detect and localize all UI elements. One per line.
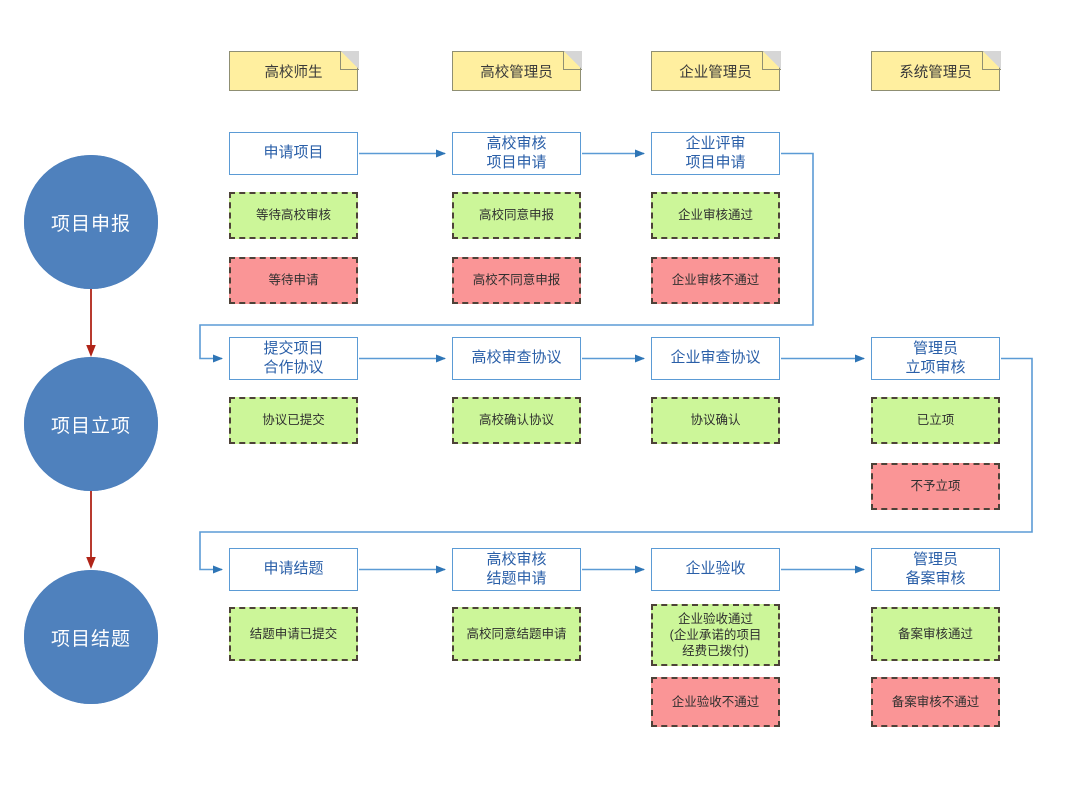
phase-arrow-2 [84,491,98,571]
status-enterprise-review-passed: 企业审核通过 [651,192,780,239]
note-fold-icon [562,50,582,70]
lane-divider-3 [609,12,611,802]
process-label-line2: 立项审核 [905,358,966,376]
status-enterprise-review-failed: 企业审核不通过 [651,257,780,304]
role-note-enterprise-admin: 企业管理员 [651,50,781,91]
role-note-student: 高校师生 [229,50,359,91]
status-label: 高校同意申报 [478,208,554,223]
status-label: 结题申请已提交 [249,626,338,641]
status-label: 备案审核通过 [897,626,973,641]
status-record-review-failed: 备案审核不通过 [871,677,1000,727]
process-label-line2: 合作协议 [263,358,324,376]
role-label: 系统管理员 [899,64,972,81]
note-fold-icon [981,50,1001,70]
phase-circle-completion: 项目结题 [24,570,158,704]
status-label: 高校确认协议 [478,413,554,428]
phase-arrow-1 [84,289,98,359]
status-enterprise-acceptance-passed: 企业验收通过 (企业承诺的项目 经费已拨付) [651,604,780,666]
status-label: 协议已提交 [262,413,325,428]
process-label-line2: 项目申请 [486,153,547,171]
status-label: 企业验收不通过 [671,694,760,709]
process-label-line1: 高校审核 [486,550,547,568]
status-label-line1: 企业验收通过 [677,611,753,626]
status-university-approved-declaration: 高校同意申报 [452,192,581,239]
role-note-system-admin: 系统管理员 [871,50,1001,91]
status-label: 高校不同意申报 [472,273,561,288]
process-enterprise-acceptance[interactable]: 企业验收 [651,548,780,591]
status-label: 高校同意结题申请 [466,626,567,641]
process-university-check-agreement[interactable]: 高校审查协议 [452,337,581,380]
lane-divider-1 [187,12,189,802]
status-label-line2: (企业承诺的项目 [669,627,762,642]
status-label: 协议确认 [690,413,741,428]
status-completion-application-submitted: 结题申请已提交 [229,607,358,661]
status-label: 已立项 [916,413,955,428]
note-fold-icon [761,50,781,70]
process-submit-cooperation-agreement[interactable]: 提交项目 合作协议 [229,337,358,380]
process-enterprise-review-application[interactable]: 企业评审 项目申请 [651,132,780,175]
process-university-review-completion[interactable]: 高校审核 结题申请 [452,548,581,591]
process-label: 企业验收 [685,560,746,578]
phase-label: 项目立项 [50,415,131,437]
note-fold-icon [339,50,359,70]
status-agreement-submitted: 协议已提交 [229,397,358,444]
status-waiting-university-review: 等待高校审核 [229,192,358,239]
phase-label: 项目结题 [50,628,131,650]
status-label: 不予立项 [910,479,961,494]
status-record-review-passed: 备案审核通过 [871,607,1000,661]
process-label-line1: 管理员 [912,339,958,357]
process-label: 企业审查协议 [670,349,761,367]
role-label: 高校管理员 [480,64,553,81]
role-note-university-admin: 高校管理员 [452,50,582,91]
process-label-line1: 提交项目 [263,339,324,357]
status-label-line3: 经费已拨付) [682,644,749,659]
status-university-confirmed-agreement: 高校确认协议 [452,397,581,444]
process-admin-approval-review[interactable]: 管理员 立项审核 [871,337,1000,380]
process-label-line1: 高校审核 [486,134,547,152]
process-label: 申请项目 [263,144,324,162]
status-university-approved-completion: 高校同意结题申请 [452,607,581,661]
status-project-not-approved: 不予立项 [871,463,1000,510]
status-agreement-confirmed: 协议确认 [651,397,780,444]
lane-divider-4 [833,12,835,802]
process-admin-record-review[interactable]: 管理员 备案审核 [871,548,1000,591]
status-label: 企业审核不通过 [671,273,760,288]
status-label: 等待申请 [268,273,319,288]
process-label-line2: 备案审核 [905,569,966,587]
status-university-rejected-declaration: 高校不同意申报 [452,257,581,304]
status-label: 等待高校审核 [255,208,331,223]
status-label: 备案审核不通过 [891,694,980,709]
status-waiting-application: 等待申请 [229,257,358,304]
process-label-line2: 项目申请 [685,153,746,171]
lane-divider-2 [398,12,400,802]
process-apply-project[interactable]: 申请项目 [229,132,358,175]
phase-circle-declaration: 项目申报 [24,155,158,289]
process-apply-completion[interactable]: 申请结题 [229,548,358,591]
role-label: 企业管理员 [679,64,752,81]
status-project-approved: 已立项 [871,397,1000,444]
status-enterprise-acceptance-failed: 企业验收不通过 [651,677,780,727]
process-university-review-application[interactable]: 高校审核 项目申请 [452,132,581,175]
process-label-line1: 管理员 [912,550,958,568]
process-label-line1: 企业评审 [685,134,746,152]
process-label-line2: 结题申请 [486,569,547,587]
process-enterprise-check-agreement[interactable]: 企业审查协议 [651,337,780,380]
status-label: 企业审核通过 [677,208,753,223]
phase-label: 项目申报 [50,213,131,235]
phase-circle-approval: 项目立项 [24,357,158,491]
process-label: 申请结题 [263,560,324,578]
process-label: 高校审查协议 [471,349,562,367]
role-label: 高校师生 [264,64,323,81]
